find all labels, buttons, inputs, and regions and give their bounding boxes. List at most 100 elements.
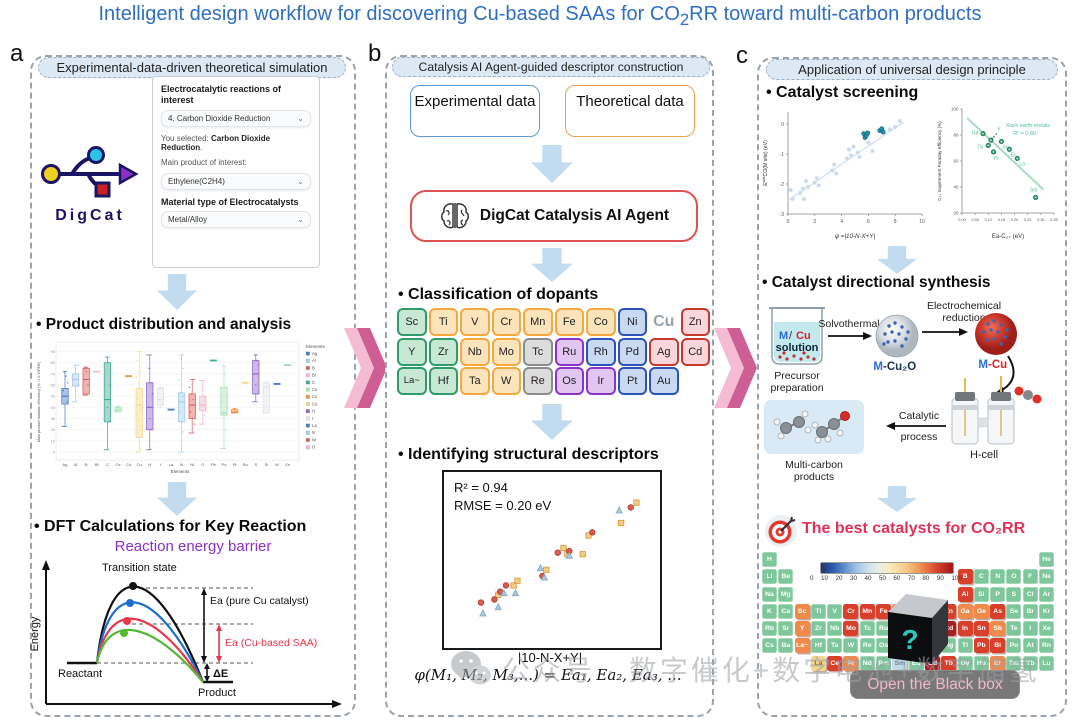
colorbar-tick: 60 [893,575,901,582]
svg-text:0: 0 [53,450,56,455]
svg-text:Ru: Ru [243,462,248,467]
svg-text:B: B [85,462,88,467]
dopant-Re: Re [523,367,553,395]
catalytic-label-1: Catalytic [899,410,939,422]
panel-b-label: b [368,40,382,67]
svg-text:Bi: Bi [312,373,316,378]
reaction-select[interactable]: 4. Carbon Dioxide Reduction ⌄ [161,109,311,127]
pt-Li: Li [762,569,777,585]
pt-B: B [957,569,973,585]
transition-state-label: Transition state [102,562,177,574]
svg-text:-3: -3 [780,212,785,218]
pt-Tb: Tb [941,655,957,671]
pt-Bi: Bi [990,638,1006,654]
panel-b-section2: • Identifying structural descriptors [398,446,659,463]
svg-text:Cu: Cu [312,401,318,406]
beaker-slash: / [789,330,793,342]
dopant-Mn: Mn [523,308,553,336]
material-select[interactable]: Metal/Alloy ⌄ [161,211,311,229]
dopant-Ru: Ru [554,337,584,366]
selected-note: You selected: Carbon Dioxide Reduction. [161,134,311,152]
svg-text:0.35: 0.35 [1050,218,1057,222]
h-cell [951,376,1015,445]
pt-Sc: Sc [794,603,810,619]
svg-text:Ni: Ni [190,462,194,467]
mcu2o-dots [882,321,910,348]
pt-Cl: Cl [1022,586,1038,602]
panel-a-section2: • DFT Calculations for Key Reaction [34,518,307,535]
panel-c-label: c [736,42,748,69]
svg-text:C₂₊ Experiment Faraday Efficie: C₂₊ Experiment Faraday Efficiency (%) [937,121,942,201]
colorbar-tick: 0 [810,575,814,582]
panel-b-header: Catalysis AI Agent-guided descriptor con… [392,57,710,77]
pt-I: I [1022,621,1038,637]
svg-text:Ni: Ni [312,437,316,442]
beaker-liquid [774,322,820,362]
pt-Ta: Ta [827,638,843,654]
mcu-sphere [975,313,1017,355]
colorbar-tick: 10 [820,575,828,582]
svg-text:Er: Er [1011,152,1016,158]
svg-text:I: I [160,462,161,467]
selected-prefix: You selected: [161,133,211,143]
svg-text:0.00: 0.00 [958,218,965,222]
colorbar-tick: 20 [835,575,843,582]
ea-cu-label: Ea (pure Cu catalyst) [210,595,309,607]
ai-agent-box: DigCat Catalysis AI Agent [410,190,698,242]
electro-label-1: Electrochemical [927,300,1001,312]
svg-text:C: C [312,380,315,385]
pt-Zr: Zr [810,621,826,637]
solvothermal-label: Solvothermal [818,318,879,330]
pt-V: V [827,603,843,619]
dopant-Ir: Ir [586,367,616,395]
svg-text:Si: Si [265,462,269,467]
pt-Sn: Sn [973,621,989,637]
digcat-logo-text: DigCat [55,207,125,224]
open-black-box-button[interactable]: Open the Black box [850,670,1020,699]
pt-F: F [1022,569,1038,585]
chevron-down-icon: ⌄ [297,215,304,225]
colorbar-tick: 50 [878,575,886,582]
pt-La: La [810,655,826,671]
svg-text:60: 60 [953,159,959,164]
pt-Ga: Ga [957,603,973,619]
dopant-Pd: Pd [617,337,647,366]
dopant-Ag: Ag [649,337,679,366]
pt-Mn: Mn [859,603,875,619]
pt-Fe: Fe [876,603,892,619]
experimental-data-box: Experimental data [410,85,540,137]
pt-Ca: Ca [778,603,794,619]
product-select[interactable]: Ethylene(C2H4) ⌄ [161,172,311,190]
svg-text:Pb: Pb [211,462,217,467]
pt-Nb: Nb [827,621,843,637]
multicarbon-label-1: Multi-carbon [785,459,843,471]
svg-text:10: 10 [919,219,925,225]
dopant-Mo: Mo [491,337,521,366]
ea-saa-label: Ea (Cu-based SAA) [225,637,317,649]
svg-text:La: La [169,462,174,467]
pt-At: At [1022,638,1038,654]
theoretical-data-box: Theoretical data [565,85,695,137]
colorbar-tick: 70 [907,575,915,582]
svg-text:Elements: Elements [171,469,191,474]
brain-icon [440,203,469,229]
svg-text:Pt: Pt [233,462,238,467]
svg-text:2: 2 [813,219,816,225]
dopant-Fe: Fe [554,308,584,336]
pt-Ge: Ge [973,603,989,619]
dopant-Rh: Rh [586,337,616,366]
pt-Er: Er [990,655,1006,671]
svg-text:4: 4 [840,219,843,225]
svg-text:Sc: Sc [1003,145,1009,151]
beaker-cu-label: Cu [796,330,811,342]
svg-text:0: 0 [781,122,784,128]
panel-b-section1: • Classification of dopants [398,286,599,303]
dopant-W: W [491,367,521,395]
chevron-down-icon: ⌄ [297,113,304,123]
digcat-logo-icon: DigCat [41,146,139,224]
dopant-V: V [460,308,490,336]
svg-text:EadsCO(M site) (eV): EadsCO(M site) (eV) [762,140,769,186]
pt-Ar: Ar [1039,586,1055,602]
